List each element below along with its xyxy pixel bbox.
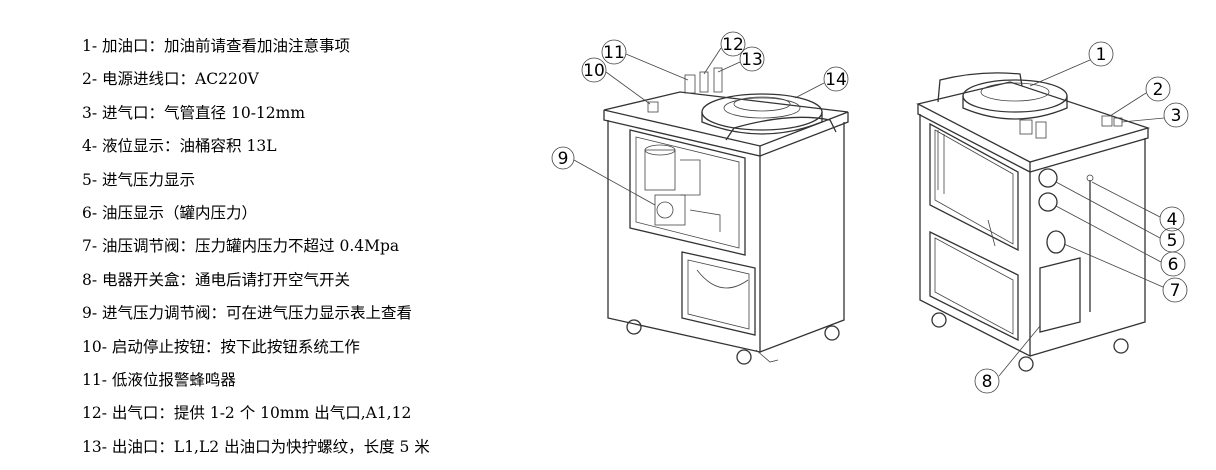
- callout-1: 1: [1029, 41, 1114, 87]
- legend-item: 8电器开关盒：通电后请打开空气开关: [82, 270, 552, 303]
- callout-7: 7: [1063, 243, 1188, 303]
- callout-11: 11: [601, 39, 689, 81]
- legend-item: 12出气口：提供 1-2 个 10mm 出气口,A1,12: [82, 403, 552, 436]
- legend-item: 10启动停止按钮：按下此按钮系统工作: [82, 337, 552, 370]
- svg-text:11: 11: [603, 43, 625, 63]
- legend-item: 7油压调节阀：压力罐内压力不超过 0.4Mpa: [82, 236, 552, 269]
- callout-6: 6: [1055, 205, 1186, 277]
- svg-text:9: 9: [558, 149, 569, 169]
- svg-text:4: 4: [1167, 210, 1178, 230]
- callout-9: 9: [551, 146, 656, 206]
- callout-13: 13: [717, 46, 765, 73]
- legend-item: 11低液位报警蜂鸣器: [82, 370, 552, 403]
- callout-14: 14: [794, 66, 849, 99]
- callout-12: 12: [703, 31, 746, 75]
- svg-text:2: 2: [1153, 80, 1164, 100]
- svg-text:3: 3: [1171, 106, 1182, 126]
- legend-item: 5进气压力显示: [82, 170, 552, 203]
- left-cabinet-view: [603, 67, 849, 365]
- right-cabinet-view: [916, 72, 1151, 372]
- callout-8: 8: [974, 325, 1041, 394]
- svg-text:12: 12: [722, 35, 744, 55]
- callout-3: 3: [1121, 102, 1189, 128]
- legend-item: 13出油口：L1,L2 出油口为快拧螺纹，长度 5 米: [82, 437, 552, 470]
- legend-item: 9进气压力调节阀：可在进气压力显示表上查看: [82, 303, 552, 336]
- legend-item: 3进气口：气管直径 10-12mm: [82, 103, 552, 136]
- callout-4: 4: [1091, 181, 1185, 232]
- legend-item: 2电源进线口：AC220V: [82, 69, 552, 102]
- svg-text:5: 5: [1167, 231, 1178, 251]
- svg-text:7: 7: [1170, 281, 1181, 301]
- svg-text:13: 13: [741, 50, 763, 70]
- legend-item: 1加油口：加油前请查看加油注意事项: [82, 36, 552, 69]
- svg-text:1: 1: [1096, 45, 1107, 65]
- component-legend: 1加油口：加油前请查看加油注意事项 2电源进线口：AC220V 3进气口：气管直…: [82, 36, 552, 470]
- svg-text:10: 10: [583, 61, 605, 81]
- svg-text:6: 6: [1168, 255, 1179, 275]
- svg-text:8: 8: [982, 372, 993, 392]
- callout-5: 5: [1055, 181, 1185, 253]
- callout-2: 2: [1109, 76, 1171, 117]
- svg-text:14: 14: [825, 70, 847, 90]
- legend-item: 6油压显示（罐内压力）: [82, 203, 552, 236]
- legend-item: 4液位显示：油桶容积 13L: [82, 136, 552, 169]
- callout-10: 10: [581, 57, 651, 105]
